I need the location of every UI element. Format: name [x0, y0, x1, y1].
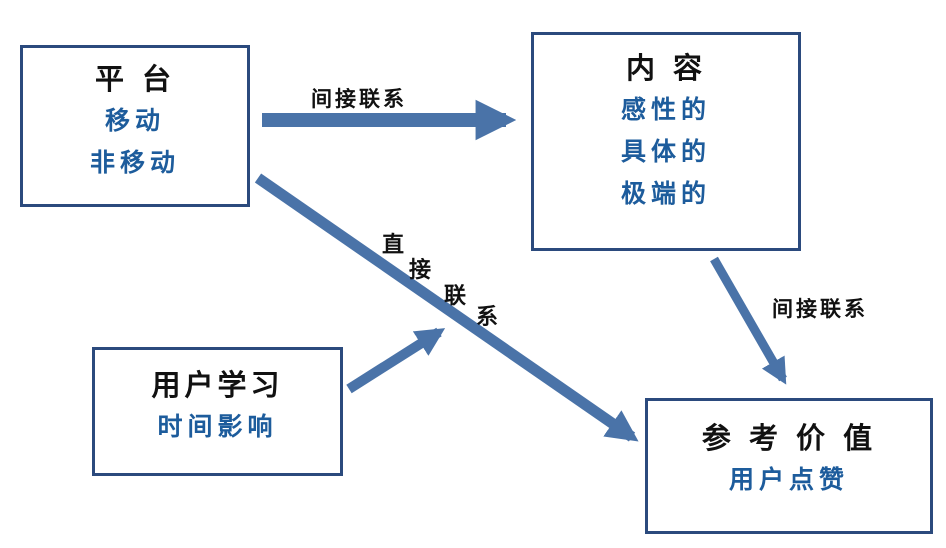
node-reference-value: 参 考 价 值 用户点赞	[645, 398, 933, 534]
node-user-learning: 用户学习 时间影响	[92, 347, 343, 476]
arrow-learning-moderator	[346, 327, 446, 394]
node-content-item: 具体的	[620, 137, 711, 166]
node-platform-title: 平 台	[94, 62, 176, 96]
edge-label-indirect-right: 间接联系	[772, 297, 868, 321]
edge-label-direct-char: 接	[409, 258, 432, 283]
node-user-learning-item: 时间影响	[157, 412, 278, 441]
edge-label-direct-char: 联	[444, 284, 467, 309]
node-reference-value-title: 参 考 价 值	[701, 421, 877, 455]
node-reference-value-item: 用户点赞	[728, 465, 849, 494]
node-platform: 平 台 移动 非移动	[20, 45, 250, 207]
arrow-platform-to-reference	[254, 173, 639, 442]
node-content-item: 极端的	[620, 179, 711, 208]
node-platform-item: 移动	[104, 106, 165, 135]
edge-label-direct-char: 直	[382, 233, 405, 258]
node-content-title: 内 容	[625, 51, 707, 85]
node-platform-item: 非移动	[89, 148, 180, 177]
arrow-content-to-reference	[710, 256, 787, 385]
node-user-learning-title: 用户学习	[151, 368, 284, 402]
node-content: 内 容 感性的 具体的 极端的	[531, 32, 801, 251]
edge-label-direct-char: 系	[476, 305, 499, 330]
node-content-item: 感性的	[620, 95, 711, 124]
edge-label-indirect-top: 间接联系	[311, 87, 407, 111]
